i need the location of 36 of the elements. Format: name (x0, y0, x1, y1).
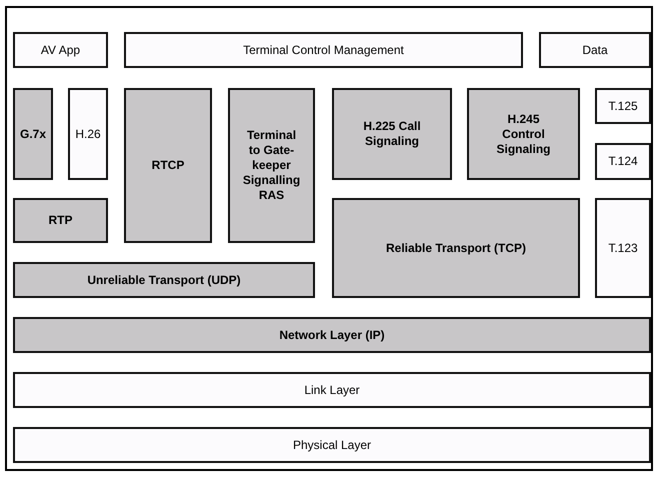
protocol-label: H.225 Call Signaling (362, 119, 422, 149)
protocol-label: RTCP (152, 158, 184, 173)
protocol-label: Data (582, 42, 608, 58)
protocol-label: T.124 (608, 154, 638, 169)
protocol-label: Terminal to Gate-keeper Signalling RAS (242, 128, 302, 203)
protocol-label: H.245 Control Signaling (496, 112, 552, 156)
protocol-label: T.125 (608, 98, 638, 114)
protocol-box (595, 88, 651, 124)
protocol-box (595, 143, 651, 180)
protocol-label: Physical Layer (292, 438, 372, 452)
protocol-box (13, 32, 108, 68)
protocol-box (13, 317, 651, 353)
protocol-label: Network Layer (IP) (279, 328, 385, 342)
protocol-box (467, 88, 580, 180)
protocol-box (124, 32, 523, 68)
protocol-box (13, 88, 53, 180)
protocol-label: Terminal Control Management (243, 42, 404, 58)
protocol-box (13, 262, 315, 298)
protocol-box (124, 88, 212, 243)
protocol-box (332, 88, 452, 180)
protocol-label: AV App (40, 42, 80, 58)
protocol-label: G.7x (20, 126, 46, 142)
protocol-box (228, 88, 315, 243)
protocol-box (595, 198, 651, 298)
protocol-box (68, 88, 108, 180)
protocol-label: Link Layer (304, 382, 360, 398)
protocol-label: H.26 (75, 126, 101, 142)
protocol-box (332, 198, 580, 298)
protocol-box (13, 427, 651, 463)
protocol-box (13, 372, 651, 408)
protocol-label: T.123 (608, 240, 638, 256)
protocol-label: RTP (48, 213, 72, 228)
protocol-box (539, 32, 651, 68)
protocol-box (13, 198, 108, 243)
protocol-label: Reliable Transport (TCP) (386, 240, 526, 256)
protocol-label: Unreliable Transport (UDP) (87, 272, 241, 288)
